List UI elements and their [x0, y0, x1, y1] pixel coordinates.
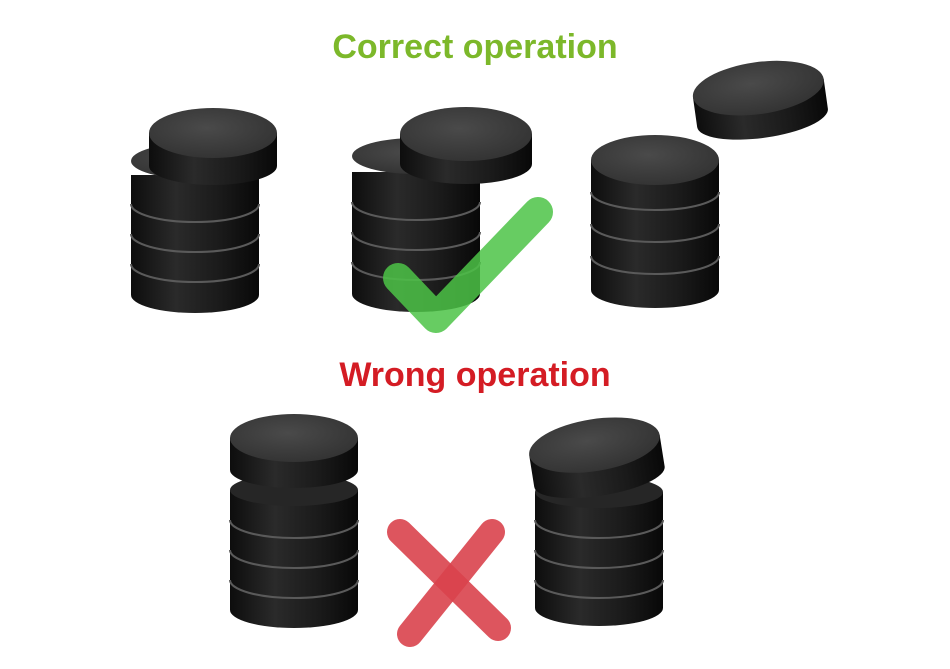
sliding-magnet [400, 107, 532, 184]
magnet-stack [534, 476, 664, 626]
wrong-operation-heading: Wrong operation [339, 356, 611, 394]
correct-slide-stack-center [351, 107, 532, 312]
correct-slide-stack [130, 108, 277, 313]
pulled-magnet [230, 414, 358, 488]
correct-lift-stack [590, 60, 828, 308]
tilted-magnet [529, 417, 665, 499]
sliding-magnet [149, 108, 277, 185]
magnet-stack [590, 135, 720, 308]
magnet-stack [229, 474, 359, 628]
check-mark-icon [383, 197, 553, 333]
cross-mark-icon [387, 519, 511, 647]
wrong-pry-stack [529, 417, 665, 626]
wrong-pull-stack [229, 414, 359, 628]
lifted-magnet [692, 60, 828, 140]
correct-operation-heading: Correct operation [332, 28, 618, 66]
